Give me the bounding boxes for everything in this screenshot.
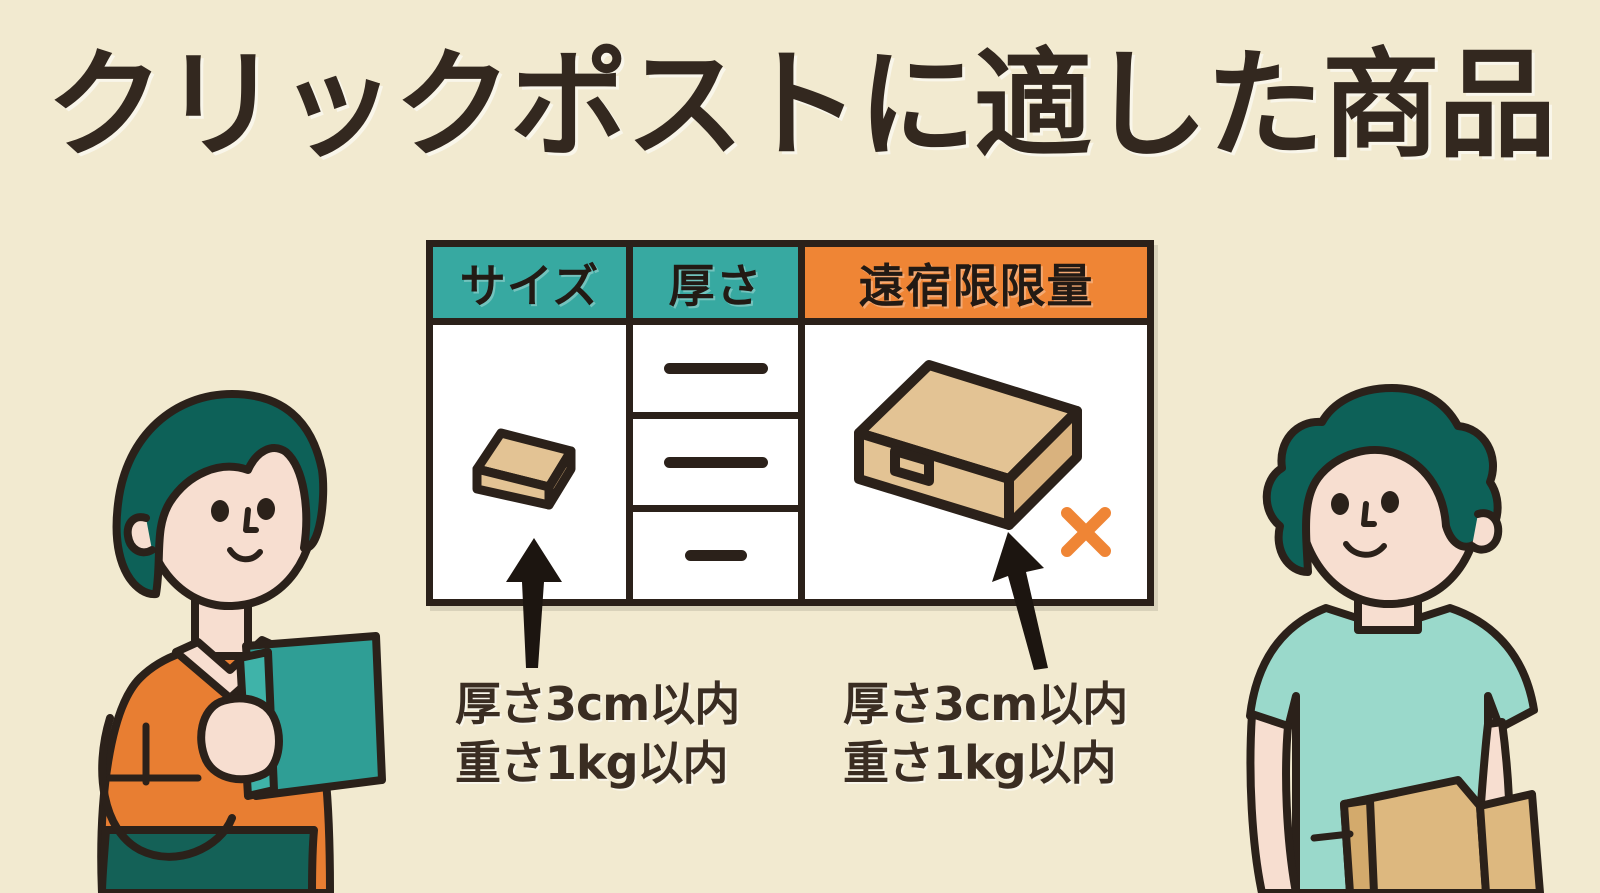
- woman-illustration: [97, 390, 386, 893]
- product-spec-table: サイズ 厚さ 遠宿限限量: [426, 240, 1154, 606]
- dash-mark-3: [684, 550, 747, 562]
- boy-illustration: [1246, 384, 1544, 893]
- thickness-sub-row-1: [633, 325, 798, 412]
- caption-right-line-1: 厚さ3cm以内: [843, 677, 1128, 731]
- boy-holding-package: [1222, 376, 1572, 893]
- large-cardboard-box-icon: [833, 349, 1103, 554]
- thickness-sub-row-3: [633, 505, 798, 599]
- caption-left-line-1: 厚さ3cm以内: [455, 677, 740, 731]
- dash-mark-2: [663, 456, 768, 468]
- table-header-size: サイズ: [433, 247, 633, 318]
- table-cell-thickness: [633, 325, 805, 599]
- table-body-row: [433, 325, 1147, 599]
- table-cell-size: [433, 325, 633, 599]
- table-cell-limit: [805, 325, 1147, 599]
- dash-mark-1: [663, 362, 768, 374]
- caption-left-line-2: 重さ1kg以内: [455, 735, 729, 790]
- thickness-sub-row-2: [633, 411, 798, 506]
- table-header-row: サイズ 厚さ 遠宿限限量: [433, 247, 1147, 325]
- table-header-thickness: 厚さ: [633, 247, 805, 318]
- woman-holding-book: [80, 378, 400, 893]
- table-header-limit: 遠宿限限量: [805, 247, 1147, 318]
- caption-left: 厚さ3cm以内 重さ1kg以内: [455, 675, 740, 793]
- caption-right: 厚さ3cm以内 重さ1kg以内: [843, 675, 1128, 793]
- page-title: クリックポストに適した商品: [45, 36, 1556, 174]
- callout-arrow-left: [506, 538, 562, 668]
- x-mark-icon: [1061, 507, 1111, 557]
- small-cardboard-box-icon: [455, 415, 595, 530]
- caption-right-line-2: 重さ1kg以内: [843, 735, 1117, 790]
- callout-arrow-right: [992, 532, 1048, 670]
